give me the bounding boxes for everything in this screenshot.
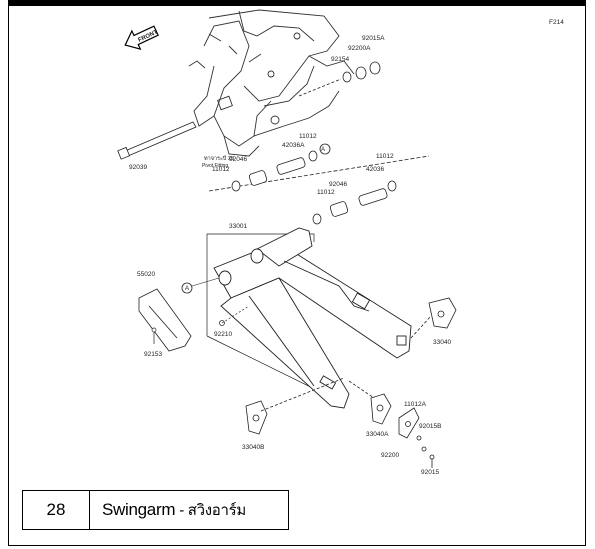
part-11012e: 11012A bbox=[404, 401, 427, 408]
figure-number: 28 bbox=[22, 490, 90, 530]
pivot-shaft bbox=[117, 121, 197, 160]
axle-plate-33040a bbox=[348, 380, 392, 425]
part-33001: 33001 bbox=[229, 223, 247, 230]
part-33040a: 33040A bbox=[366, 431, 389, 438]
part-92046b: 92046 bbox=[329, 181, 347, 188]
part-11012b: 11012 bbox=[212, 166, 230, 173]
part-92153: 92153 bbox=[144, 351, 162, 358]
part-33040b: 33040B bbox=[242, 444, 264, 451]
part-11012a: 11012 bbox=[299, 133, 317, 140]
part-92154a: 92154 bbox=[331, 56, 349, 63]
swingarm-exploded-diagram: F214 FRONT 92154 92200A 92015A 92039 ทาจ… bbox=[117, 9, 564, 476]
swingarm-body bbox=[213, 227, 412, 409]
part-92015b: 92015B bbox=[419, 423, 441, 430]
part-11012d: 11012 bbox=[317, 189, 335, 196]
axle-plate-left bbox=[245, 377, 345, 435]
front-arrow-icon: FRONT bbox=[124, 25, 159, 50]
callout-leader bbox=[191, 277, 220, 287]
part-92015a: 92015A bbox=[362, 35, 385, 42]
part-11012c: 11012 bbox=[376, 153, 394, 160]
part-92039: 92039 bbox=[129, 164, 147, 171]
callout-a-top: A bbox=[321, 147, 325, 153]
part-42036a: 42036A bbox=[282, 142, 305, 149]
callout-a-arm bbox=[181, 282, 193, 294]
label-grease: ทาจาระบี 25 bbox=[204, 155, 234, 162]
part-92046a: 92046 bbox=[229, 156, 247, 163]
callout-a-arm-text: A bbox=[185, 286, 189, 292]
part-92015c: 92015 bbox=[421, 469, 439, 476]
part-92200a: 92200A bbox=[348, 45, 371, 52]
figure-title-th: - สวิงอาร์ม bbox=[179, 502, 246, 519]
pivot-nut-stack bbox=[298, 61, 381, 97]
figure-code: F214 bbox=[549, 19, 564, 26]
bolt-92153 bbox=[151, 327, 157, 344]
figure-title: Swingarm - สวิงอาร์ม bbox=[90, 490, 289, 530]
part-92210: 92210 bbox=[214, 331, 232, 338]
chain-guide bbox=[138, 288, 192, 352]
axle-plate-right bbox=[410, 297, 457, 339]
adjuster-plate bbox=[398, 407, 435, 468]
part-42036b: 42036 bbox=[366, 166, 384, 173]
bushing-stack bbox=[208, 143, 430, 225]
figure-caption: 28 Swingarm - สวิงอาร์ม bbox=[22, 490, 289, 530]
part-55020: 55020 bbox=[137, 271, 155, 278]
part-33040: 33040 bbox=[433, 339, 451, 346]
label-pivot-fitting: Pivot Fitting bbox=[202, 163, 228, 169]
frame-drawing bbox=[188, 9, 355, 157]
collar-92210 bbox=[219, 305, 250, 326]
part-92200b: 92200 bbox=[381, 452, 399, 459]
figure-frame bbox=[8, 0, 586, 546]
figure-title-en: Swingarm bbox=[102, 500, 176, 519]
